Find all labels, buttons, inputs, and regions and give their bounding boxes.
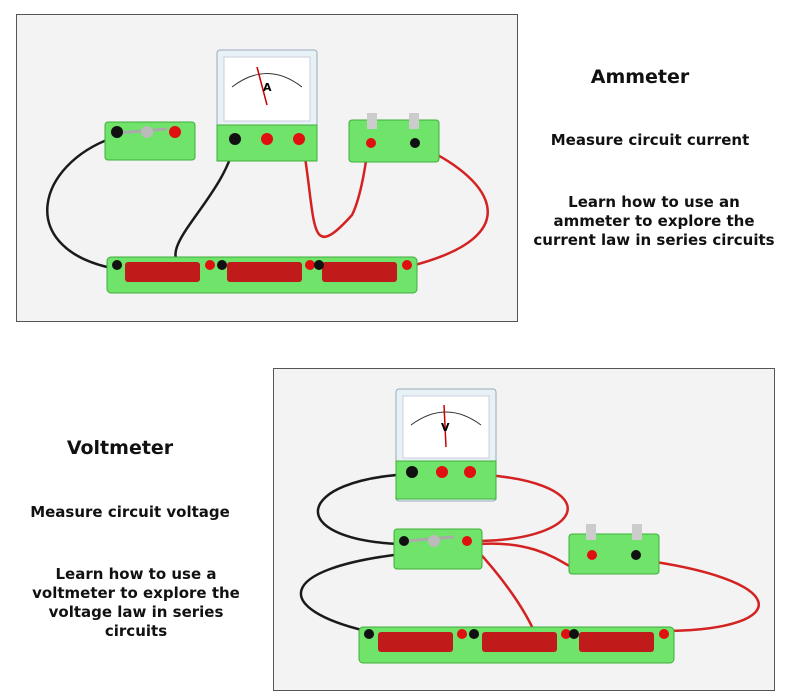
red-wire-meter-bulb [300,137,371,238]
voltmeter-line1: Measure circuit voltage [30,503,230,521]
black-wire-switch-battery [299,552,403,633]
ammeter-title: Ammeter [590,66,690,88]
black-wire-meter-switch [316,472,413,546]
bulb-holder [348,113,440,163]
red-wire-switch-battery [473,546,536,632]
black-wire-switch-battery [46,136,113,269]
battery-holder [358,626,675,664]
red-wire-meter-switch [468,472,569,543]
ammeter-line2: Learn how to use an ammeter to explore t… [533,193,775,249]
ammeter-circuit-photo: A [16,14,518,322]
voltmeter-line2: Learn how to use a voltmeter to explore … [32,565,240,640]
red-wire-bulb-battery [633,557,760,633]
voltmeter-device: V [395,388,497,502]
voltmeter-letter: V [441,421,450,434]
voltmeter-circuit-photo: V [273,368,775,691]
voltmeter-title: Voltmeter [66,437,174,459]
battery-holder [106,256,418,294]
ammeter-device: A [216,49,318,162]
switch-board [393,528,483,570]
switch-board [104,121,196,161]
ammeter-line1: Measure circuit current [550,131,750,149]
red-wire-switch-bulb [478,542,585,572]
bulb-holder [568,524,660,575]
red-wire-bulb-battery [406,143,489,269]
ammeter-letter: A [263,81,272,94]
